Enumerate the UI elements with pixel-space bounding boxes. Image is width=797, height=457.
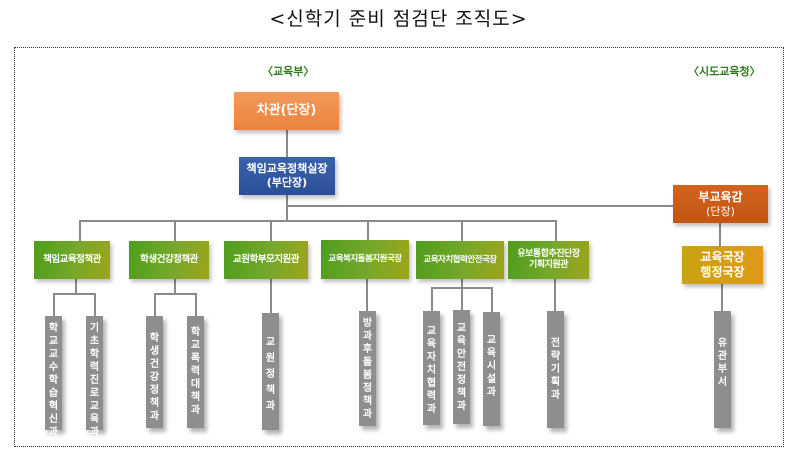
division-label: 교육복지돌봄지원국장 (328, 254, 402, 265)
connector (431, 287, 433, 312)
section-label-provincial: 〈시도교육청〉 (688, 65, 761, 78)
connector (431, 287, 492, 289)
bureau-director-label: 교육국장 (700, 250, 745, 264)
connector (462, 220, 556, 222)
division-label: 책임교육정책관 (43, 254, 101, 266)
subunit-box: 교육안전정책과 (453, 310, 470, 424)
division-box: 책임교육정책관 (34, 241, 110, 279)
division-label: 교육자치협력안전국장 (423, 254, 497, 265)
connector (719, 223, 721, 246)
subunit-box: 학교폭력대책과 (187, 316, 204, 428)
connector (555, 220, 557, 241)
subunit-box: 방과후돌봄정책과 (359, 311, 376, 426)
connector (154, 293, 196, 295)
chart-title: <신학기 준비 점검단 조직도> (269, 8, 528, 30)
division-box: 교육복지돌봄지원국장 (321, 240, 409, 279)
connector (286, 195, 288, 220)
division-label: 교원학부모지원관 (233, 254, 299, 266)
connector (174, 220, 176, 241)
division-box: 학생건강정책관 (129, 241, 209, 279)
subunit-box: 교육시설과 (483, 312, 500, 426)
connector (287, 205, 673, 207)
subunit-box: 교원정책과 (262, 313, 279, 430)
connector (79, 220, 81, 241)
connector (154, 293, 156, 316)
connector (554, 279, 556, 311)
bureau-director-label: 행정국장 (700, 265, 745, 279)
connector (461, 220, 463, 241)
subunit-box: 학생건강정책과 (146, 316, 163, 428)
division-box: 유보통합추진단장 기획지원관 (508, 241, 589, 279)
vice-minister-box: 차관(단장) (234, 92, 339, 130)
deputy-head-role: (부단장) (266, 176, 308, 189)
division-box: 교육자치협력안전국장 (416, 241, 504, 279)
subunit-box: 학교교수학습혁신과 (45, 316, 62, 438)
deputy-superintendent-title: 부교육감 (698, 189, 743, 204)
deputy-head-title: 책임교육정책실장 (246, 162, 328, 176)
deputy-head-box: 책임교육정책실장 (부단장) (239, 157, 335, 195)
subunit-box: 교육자치협력과 (423, 311, 440, 425)
connector (174, 279, 176, 294)
connector (270, 279, 272, 314)
connector (270, 220, 272, 241)
connector (195, 293, 197, 316)
subunit-box: 유관부서 (714, 311, 731, 428)
division-label: 기획지원관 (529, 260, 568, 270)
vice-minister-label: 차관(단장) (256, 102, 317, 118)
division-box: 교원학부모지원관 (224, 241, 308, 279)
deputy-superintendent-role: (단장) (706, 204, 735, 218)
connector (94, 293, 96, 316)
subunit-box: 전략기획과 (547, 311, 564, 428)
deputy-superintendent-box: 부교육감 (단장) (673, 185, 768, 223)
division-label: 유보통합추진단장 (517, 248, 580, 259)
bureau-director-box: 교육국장 행정국장 (682, 246, 763, 284)
section-label-ministry: 〈교육부〉 (262, 65, 315, 78)
connector (366, 279, 368, 311)
connector (75, 279, 77, 294)
connector (491, 287, 493, 312)
connector (53, 293, 95, 295)
connector (367, 220, 369, 241)
connector (461, 279, 463, 310)
connector (721, 284, 723, 311)
connector (53, 293, 55, 316)
chart-frame (14, 47, 784, 447)
subunit-box: 기초학력진로교육과 (86, 316, 103, 438)
division-label: 학생건강정책관 (140, 254, 198, 266)
connector (286, 130, 288, 157)
